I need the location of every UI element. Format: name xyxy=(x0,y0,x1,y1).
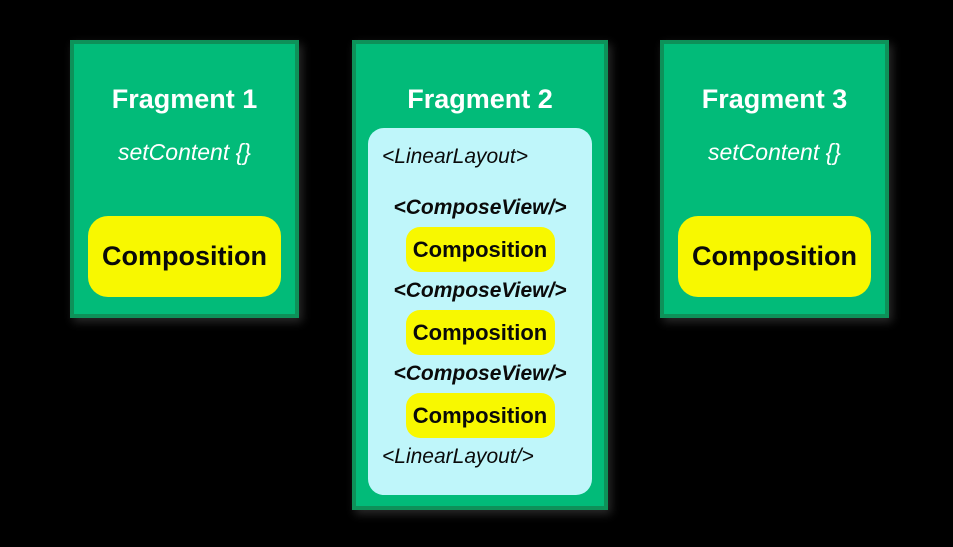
fragment-1-composition-box: Composition xyxy=(88,216,281,297)
fragment-1-title: Fragment 1 xyxy=(111,84,258,114)
fragment-3-title: Fragment 3 xyxy=(701,84,848,114)
linearlayout-close-tag: <LinearLayout/> xyxy=(382,445,534,468)
composeview-tag-3: <ComposeView/> xyxy=(393,362,567,385)
composeview-tag-1: <ComposeView/> xyxy=(393,196,567,219)
fragment-1-card: Fragment 1 setContent {} Composition xyxy=(70,40,299,318)
fragment-3-setcontent-label: setContent {} xyxy=(708,139,841,165)
fragment-3-card: Fragment 3 setContent {} Composition xyxy=(660,40,889,318)
composition-label-2: Composition xyxy=(412,319,548,345)
fragment-2-card: Fragment 2 <LinearLayout> <ComposeView/>… xyxy=(352,40,608,510)
composition-label-3: Composition xyxy=(412,402,548,428)
composeview-composition-box-2: Composition xyxy=(405,310,555,355)
fragment-1-composition-label: Composition xyxy=(102,241,267,271)
linearlayout-open-tag: <LinearLayout> xyxy=(382,145,528,168)
composeview-composition-box-1: Composition xyxy=(405,227,555,272)
composeview-composition-box-3: Composition xyxy=(405,393,555,438)
composition-label-1: Composition xyxy=(412,236,548,262)
fragment-2-title: Fragment 2 xyxy=(407,84,553,114)
fragment-1-setcontent-label: setContent {} xyxy=(118,139,251,165)
fragment-3-composition-label: Composition xyxy=(692,241,857,271)
composeview-tag-2: <ComposeView/> xyxy=(393,279,567,302)
fragment-3-composition-box: Composition xyxy=(678,216,871,297)
fragment-2-xml-layout-panel: <LinearLayout> <ComposeView/> Compositio… xyxy=(368,128,592,495)
